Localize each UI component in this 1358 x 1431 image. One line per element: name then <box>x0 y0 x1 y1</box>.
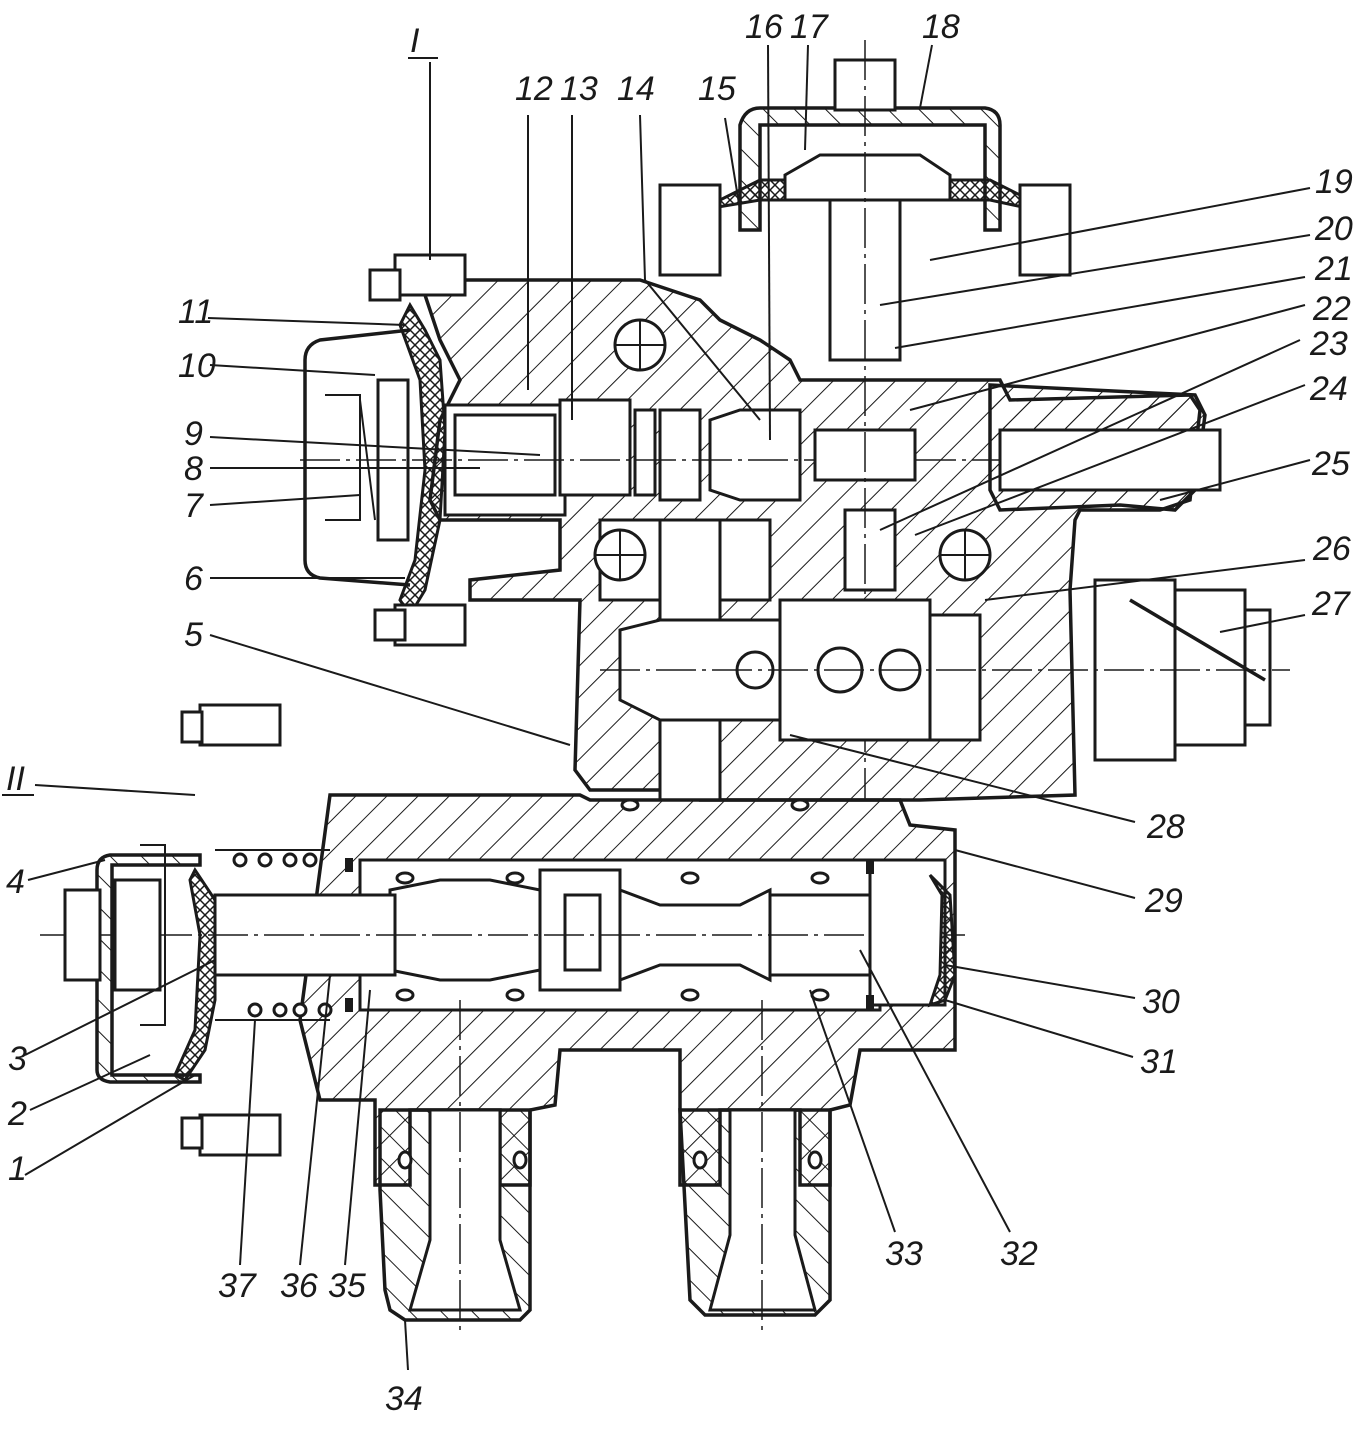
callout-31: 31 <box>1140 1043 1178 1081</box>
callout-27: 27 <box>1311 585 1351 623</box>
callout-12: 12 <box>515 70 553 108</box>
callout-37: 37 <box>218 1267 257 1305</box>
outlet-fitting-upper <box>988 383 1222 512</box>
callout-36: 36 <box>280 1267 318 1305</box>
callout-I: I <box>410 22 420 60</box>
callout-1: 1 <box>8 1150 27 1188</box>
callout-29: 29 <box>1144 882 1183 920</box>
o-ring-seals <box>345 798 830 1170</box>
callout-labels: I 12 13 14 15 16 17 18 19 20 21 22 23 24… <box>2 8 1353 1418</box>
callout-24: 24 <box>1309 370 1348 408</box>
callout-30: 30 <box>1142 983 1180 1021</box>
callout-20: 20 <box>1314 210 1353 248</box>
callout-28: 28 <box>1146 808 1185 846</box>
callout-23: 23 <box>1309 325 1348 363</box>
callout-21: 21 <box>1314 250 1353 288</box>
callout-18: 18 <box>922 8 960 46</box>
callout-32: 32 <box>1000 1235 1038 1273</box>
callout-3: 3 <box>8 1040 27 1078</box>
callout-4: 4 <box>6 863 25 901</box>
top-cap <box>658 40 1072 800</box>
callout-9: 9 <box>184 415 203 453</box>
callout-II: II <box>6 760 25 798</box>
leader-lines <box>24 44 1311 1371</box>
end-cap-lower <box>866 858 957 1009</box>
diaphragm-cover-lower <box>63 703 282 1157</box>
callout-16: 16 <box>745 8 783 46</box>
callout-33: 33 <box>885 1235 923 1273</box>
callout-17: 17 <box>790 8 829 46</box>
callout-15: 15 <box>698 70 736 108</box>
callout-7: 7 <box>184 487 204 525</box>
callout-22: 22 <box>1312 290 1351 328</box>
callout-6: 6 <box>184 560 203 598</box>
check-valve-plug <box>600 578 1290 762</box>
return-spring <box>215 849 333 1021</box>
callout-13: 13 <box>560 70 598 108</box>
callout-25: 25 <box>1311 445 1350 483</box>
callout-10: 10 <box>178 347 216 385</box>
callout-14: 14 <box>617 70 655 108</box>
callout-11: 11 <box>178 293 213 331</box>
callout-34: 34 <box>385 1380 423 1418</box>
outlet-fitting-right <box>678 1000 832 1335</box>
callout-26: 26 <box>1312 530 1351 568</box>
outlet-fitting-left <box>378 1000 532 1335</box>
callout-5: 5 <box>184 616 203 654</box>
callout-8: 8 <box>184 450 203 488</box>
callout-19: 19 <box>1315 163 1353 201</box>
callout-35: 35 <box>328 1267 366 1305</box>
callout-2: 2 <box>7 1095 27 1133</box>
